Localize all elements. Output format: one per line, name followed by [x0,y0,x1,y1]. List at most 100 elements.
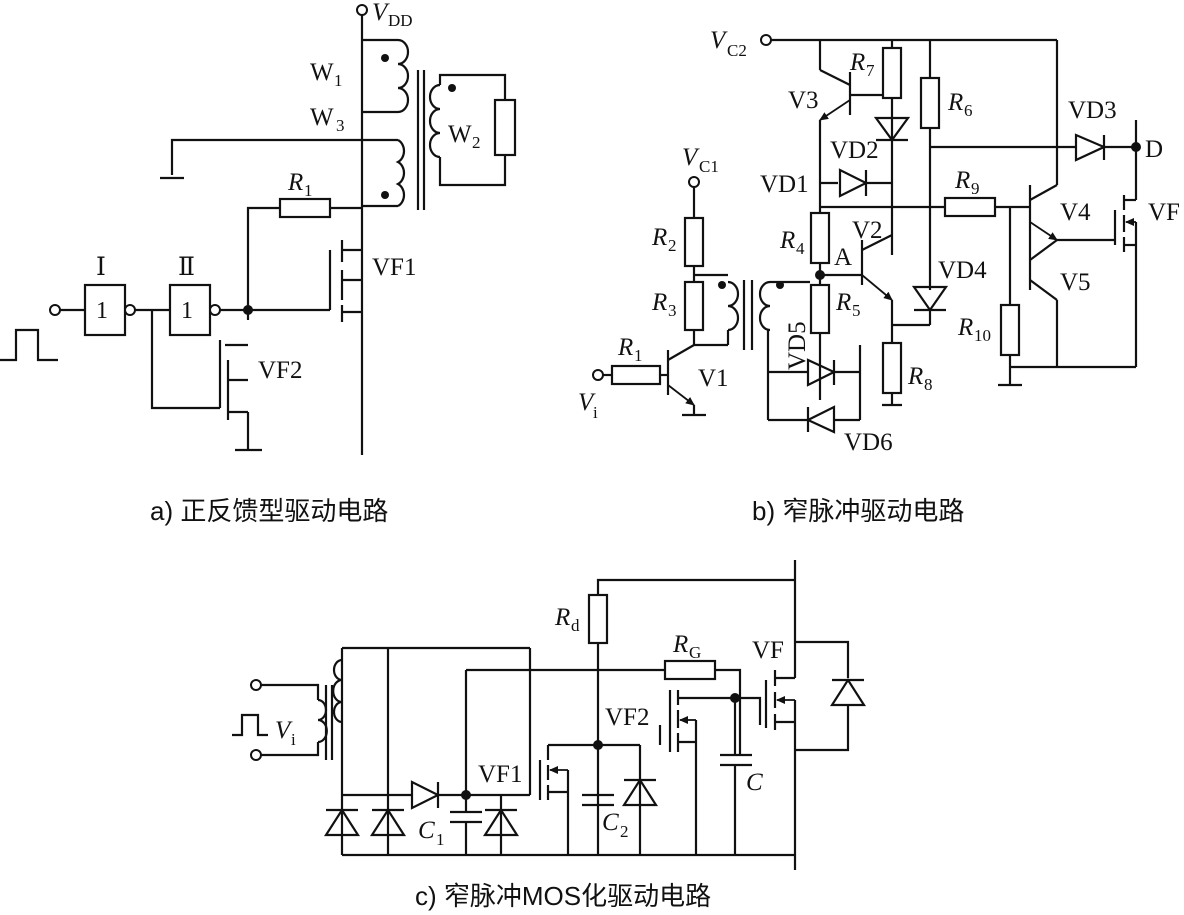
winding-w2-icon [428,83,441,159]
resistor-r4 [809,211,831,265]
r3-sub: 3 [668,301,677,320]
gate-1-label: Ⅰ [96,254,106,281]
diode-c-left-2-icon [369,807,407,837]
resistor-r7 [881,46,903,100]
r1-a-sub: 1 [304,181,313,200]
rd-sub: d [571,616,580,635]
vdd-label: V [372,0,390,26]
r2-label: R [651,224,667,251]
vf2-c-label: VF2 [605,704,649,731]
winding-w1-icon [397,38,410,114]
winding-w3-icon [395,139,406,207]
vd4-label: VD4 [938,257,987,284]
circuit-a: 1 Ⅰ 1 Ⅱ R 1 VF1 V DD [0,0,517,455]
v1-label: V1 [698,365,729,392]
r9-label: R [954,167,970,194]
vd3-label: VD3 [1068,97,1117,124]
r5-sub: 5 [852,301,861,320]
w3-sub: 3 [336,116,345,135]
r10-sub: 10 [974,326,991,345]
gate-2-label: Ⅱ [178,254,195,281]
r4-sub: 4 [796,239,805,258]
vd6-label: VD6 [844,429,893,456]
vi-b-label: V [578,389,596,416]
input-pulse-c-icon [232,713,268,737]
c1-label: C [418,817,435,844]
w3-label: W [310,104,334,131]
gate-1-text: 1 [96,298,108,324]
v2-label: V2 [852,217,883,244]
vf-b-label: VF [1148,199,1180,226]
vi-b-sub: i [593,403,598,422]
r1-a-label: R [287,169,303,196]
r7-label: R [849,49,865,76]
diode-vd1-icon [838,168,869,198]
r9-sub: 9 [971,179,980,198]
r8-label: R [907,363,923,390]
w1-sub: 1 [334,71,343,90]
diode-c-left-1-icon [323,807,361,837]
vdd-sub: DD [388,11,413,30]
vd2-label: VD2 [830,137,879,164]
vf2-a-label: VF2 [258,357,302,384]
diode-c-zener-icon [621,777,659,807]
resistor-r5 [809,283,831,335]
circuit-c: V i C 1 R G R [232,560,867,870]
vf1-c-label: VF1 [478,761,522,788]
caption-b: b) 窄脉冲驱动电路 [752,496,964,526]
rg-sub: G [689,643,701,662]
input-terminal [49,304,61,316]
node-a-label: A [834,244,852,271]
vc1-label: V [682,144,700,171]
r6-sub: 6 [964,101,973,120]
vf1-a-label: VF1 [372,254,416,281]
diode-vd2-icon [873,116,911,142]
transformer-c-secondary-icon [332,658,343,724]
diode-vd6-icon [805,405,836,434]
v3-label: V3 [788,87,819,114]
node-d-label: D [1145,136,1163,163]
rd-label: R [554,604,570,631]
transformer-secondary-icon [758,280,771,332]
diode-vd3-icon [1074,133,1107,162]
vd5-label: VD5 [784,321,811,370]
r1-b-label: R [617,334,633,361]
circuit-b: V C2 V3 R 7 VD2 R 6 VD3 D [578,27,1180,456]
resistor-rg [663,659,717,681]
vi-c-label: V [275,717,293,744]
w1-label: W [310,59,334,86]
c2-sub: 2 [620,822,629,841]
resistor-r1-a [278,197,332,219]
c-label: C [746,769,763,796]
gate-2-text: 1 [181,298,193,324]
c2-label: C [602,809,619,836]
v4-label: V4 [1060,199,1091,226]
r4-label: R [779,227,795,254]
r1-b-sub: 1 [634,346,643,365]
rg-label: R [672,631,688,658]
r5-label: R [835,289,851,316]
resistor-r6 [919,76,941,130]
diode-c-series-icon [410,780,441,810]
caption-a: a) 正反馈型驱动电路 [150,496,388,526]
vc2-sub: C2 [727,41,747,60]
resistor-r9 [943,196,997,218]
r8-sub: 8 [924,375,933,394]
resistor-r3 [683,280,705,332]
vf-c-label: VF [752,637,784,664]
vc2-label: V [710,27,728,54]
w2-label: W [448,121,472,148]
w2-sub: 2 [472,133,481,152]
resistor-r1-b [610,364,662,386]
diode-vd4-icon [911,285,949,312]
vd1-label: VD1 [760,171,809,198]
resistor-r8 [881,341,903,395]
caption-c: c) 窄脉冲MOS化驱动电路 [415,881,711,911]
resistor-r2 [683,216,705,268]
transformer-primary-icon [727,280,740,332]
resistor-rd [587,593,609,645]
r6-label: R [947,89,963,116]
c1-sub: 1 [436,830,445,849]
r10-label: R [957,314,973,341]
